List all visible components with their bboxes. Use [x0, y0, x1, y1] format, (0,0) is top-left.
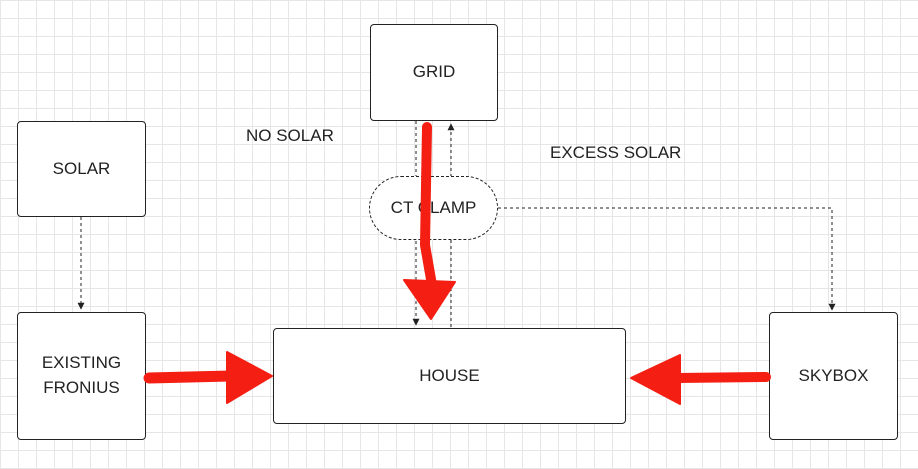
solar-box[interactable]: SOLAR [17, 121, 146, 217]
solar-label: SOLAR [52, 158, 111, 178]
no-solar-label: NO SOLAR [246, 126, 334, 145]
existing-fronius-label: EXISTING FRONIUS [41, 353, 122, 397]
house-box[interactable]: HOUSE [273, 328, 626, 424]
skybox-label: SKYBOX [798, 365, 869, 385]
ct-clamp-label: CT CLAMP [390, 197, 477, 217]
ctclamp-to-skybox-connector [498, 207, 836, 311]
house-label: HOUSE [419, 365, 480, 385]
ct-clamp-node[interactable]: CT CLAMP [369, 176, 498, 240]
grid-box[interactable]: GRID [370, 24, 498, 121]
existing-fronius-box[interactable]: EXISTING FRONIUS [17, 312, 146, 440]
skybox-box[interactable]: SKYBOX [769, 312, 898, 440]
excess-solar-label: EXCESS SOLAR [550, 143, 682, 162]
grid-label: GRID [412, 62, 456, 82]
